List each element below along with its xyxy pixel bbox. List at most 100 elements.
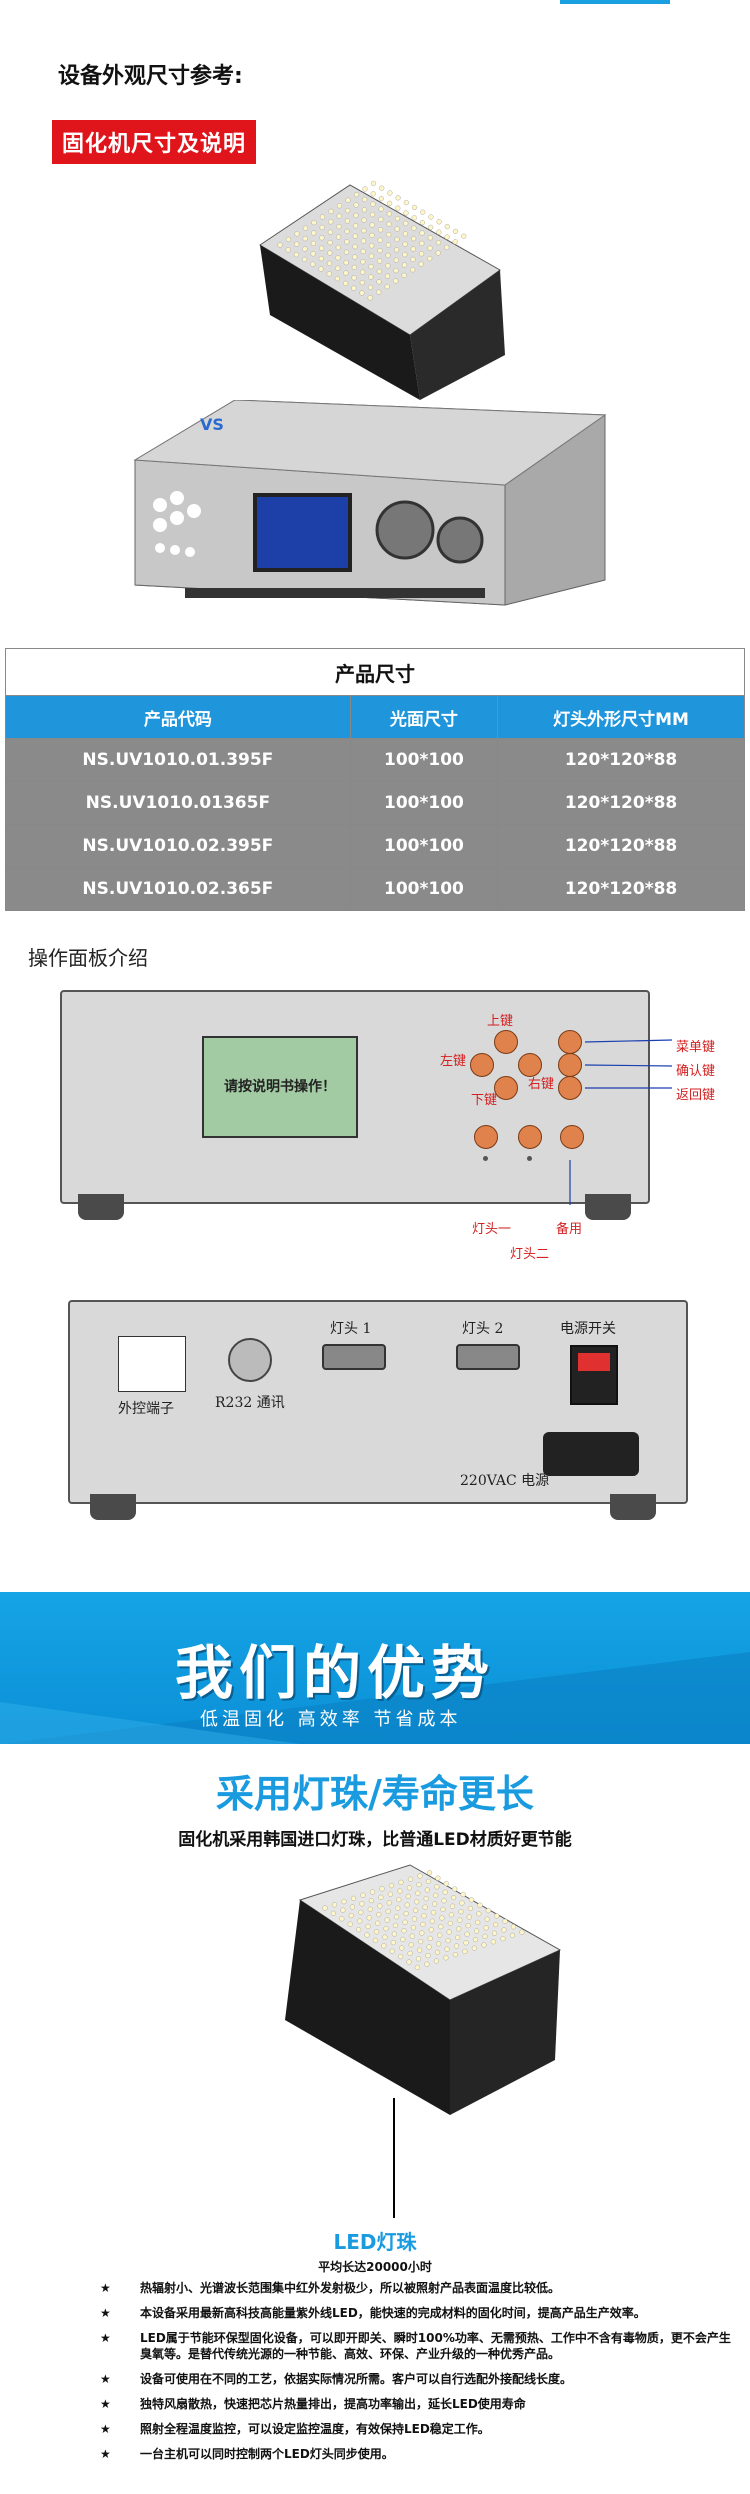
up-key[interactable] (494, 1030, 518, 1054)
external-terminal-block[interactable] (118, 1336, 186, 1392)
lamp2-connector[interactable] (456, 1344, 520, 1370)
front-foot (585, 1194, 631, 1220)
led-chip (369, 222, 375, 228)
led-chip (368, 1897, 375, 1904)
led-chip (472, 1936, 479, 1943)
section-badge: 固化机尺寸及说明 (52, 120, 257, 164)
led-chip (433, 1958, 440, 1964)
menu-key[interactable] (558, 1030, 582, 1054)
lamp-head-1-key[interactable] (474, 1125, 498, 1149)
led-chip (357, 1918, 363, 1924)
led-chip (389, 1948, 395, 1954)
led-chip (368, 274, 374, 280)
led-chip (344, 218, 351, 224)
led-chip (396, 1896, 402, 1903)
led-chip (327, 239, 333, 246)
led-chip (351, 275, 357, 281)
led-chip (369, 1889, 376, 1895)
led-chip (359, 1901, 365, 1907)
led-chip (434, 1884, 440, 1890)
led-chip (452, 1886, 458, 1892)
led-chip (407, 1950, 413, 1957)
right-key[interactable] (518, 1053, 542, 1077)
led-chip (378, 196, 385, 202)
led-chip (352, 243, 358, 250)
led-chip (401, 1928, 407, 1934)
curing-machine-image: VS (133, 400, 607, 606)
led-chip (345, 197, 351, 203)
list-item: ★设备可使用在不同的工艺，依据实际情况所需。客户可以自行选配外接配线长度。 (100, 2371, 740, 2387)
led-chip (394, 226, 400, 232)
led-chip (438, 1923, 444, 1930)
led-chip (394, 215, 401, 222)
led-chip (441, 1898, 447, 1904)
led-chip (285, 247, 291, 253)
led-chip (491, 1930, 498, 1936)
advantages-banner (0, 1592, 750, 1744)
led-chip (427, 255, 433, 262)
confirm-key[interactable] (558, 1053, 582, 1077)
star-icon: ★ (100, 2422, 111, 2436)
led-chip (410, 246, 416, 252)
r232-port[interactable] (228, 1338, 272, 1382)
led-chip (443, 1881, 449, 1887)
led-chip (419, 219, 426, 226)
led-chip (463, 1940, 469, 1946)
led-chip (368, 253, 375, 259)
led-chip (367, 1906, 373, 1912)
list-item: ★LED属于节能环保型固化设备，可以即开即关、瞬时100%功率、无需预热、工作中… (100, 2330, 740, 2362)
spare-key[interactable] (560, 1125, 584, 1149)
led-chip (405, 1893, 411, 1900)
led-chip (377, 1903, 383, 1909)
led-chip (359, 290, 365, 296)
led-chip (341, 1898, 347, 1905)
led-chip (415, 1890, 421, 1896)
led-chip (318, 266, 324, 272)
led-chip (440, 1906, 446, 1913)
led-chip (395, 1905, 401, 1911)
down-key[interactable] (494, 1076, 518, 1100)
led-chip (370, 191, 376, 197)
table-cell: NS.UV1010.02.365F (5, 867, 351, 911)
power-inlet[interactable] (543, 1432, 639, 1476)
led-chip (493, 1921, 499, 1928)
led-chip (388, 1883, 395, 1889)
led-chip (424, 1887, 430, 1893)
led-chip (302, 235, 308, 242)
led-chip (436, 229, 442, 235)
star-icon: ★ (100, 2306, 111, 2320)
led-chip (417, 1947, 423, 1953)
led-chip (392, 1922, 399, 1929)
return-key[interactable] (558, 1076, 582, 1100)
led-chip (336, 213, 342, 219)
led-chip (385, 252, 391, 259)
led-chip (319, 214, 326, 220)
banner-decoration (0, 1652, 750, 1744)
led-chip (360, 259, 366, 265)
led-chip (426, 1870, 433, 1876)
led-chip (485, 1907, 491, 1914)
led-chip (353, 212, 359, 219)
lamp1-connector[interactable] (322, 1344, 386, 1370)
led-chip (413, 1907, 419, 1914)
led-chip (397, 1888, 403, 1894)
lamp-head-2-key[interactable] (518, 1125, 542, 1149)
led-chip (365, 1923, 371, 1930)
table-header-code: 产品代码 (5, 695, 351, 739)
led-chip (379, 1886, 385, 1892)
led-chip (411, 204, 418, 211)
led-chip (408, 1942, 414, 1948)
led-chip (460, 1891, 466, 1898)
led-chip (430, 1909, 437, 1916)
led-chip (310, 261, 316, 267)
left-key[interactable] (470, 1053, 494, 1077)
led-chip (426, 1944, 432, 1950)
led-chip (403, 220, 409, 227)
banner-subtitle: 低温固化 高效率 节省成本 (200, 1709, 462, 1730)
power-switch[interactable] (570, 1345, 618, 1405)
led-chip (428, 224, 434, 231)
return-key-label: 返回键 (676, 1088, 716, 1103)
star-icon: ★ (100, 2331, 111, 2345)
led-chip (376, 1911, 382, 1918)
led-chip (445, 1937, 451, 1944)
